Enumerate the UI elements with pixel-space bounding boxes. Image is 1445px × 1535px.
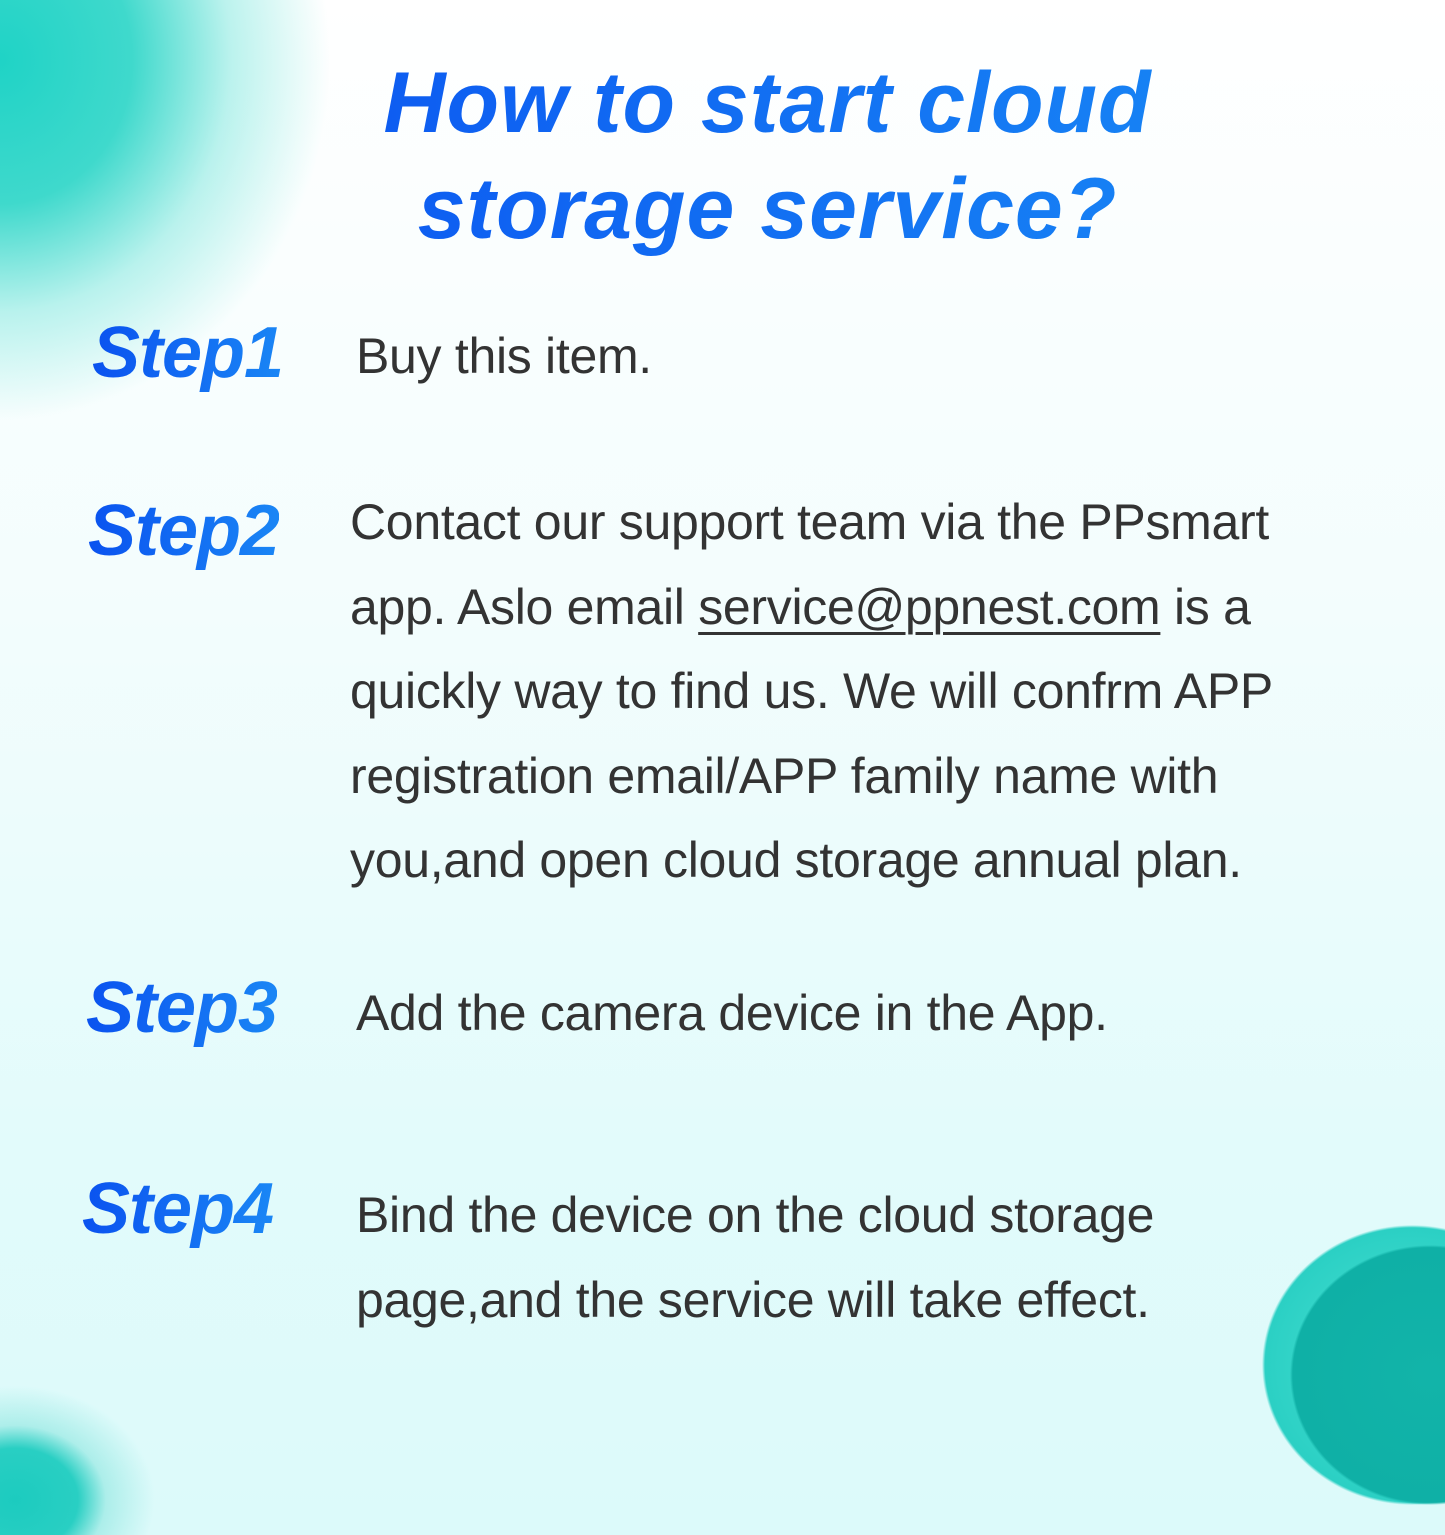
step3-label: Step3: [86, 968, 278, 1048]
step4-text: Bind the device on the cloud storage pag…: [356, 1173, 1415, 1342]
step2-line: quickly way to find us. We will confrm A…: [350, 663, 1273, 719]
step2-text-fragment: app. Aslo email: [350, 578, 699, 635]
step1-text: Buy this item.: [356, 328, 652, 384]
title-line-2: storage service?: [90, 156, 1445, 262]
step2-line: Contact our support team via the PPsmart: [350, 494, 1269, 550]
step2-text: Contact our support team via the PPsmart…: [350, 480, 1415, 903]
step2-text-fragment: is a: [1160, 578, 1251, 635]
page-title: How to start cloud storage service?: [0, 50, 1445, 262]
title-line-1: How to start cloud: [90, 50, 1445, 156]
step2-label: Step2: [88, 491, 280, 571]
step2-line: you,and open cloud storage annual plan.: [350, 832, 1242, 888]
step4-line: page,and the service will take effect.: [356, 1271, 1150, 1328]
step4-line: Bind the device on the cloud storage: [356, 1187, 1155, 1243]
step4-label: Step4: [82, 1169, 274, 1249]
step2-line: registration email/APP family name with: [350, 747, 1219, 804]
step3-text: Add the camera device in the App.: [356, 985, 1108, 1041]
support-email-link[interactable]: service@ppnest.com: [698, 578, 1161, 635]
step1-label: Step1: [92, 313, 284, 393]
step2-line: app. Aslo email service@ppnest.com is a: [350, 565, 1415, 650]
